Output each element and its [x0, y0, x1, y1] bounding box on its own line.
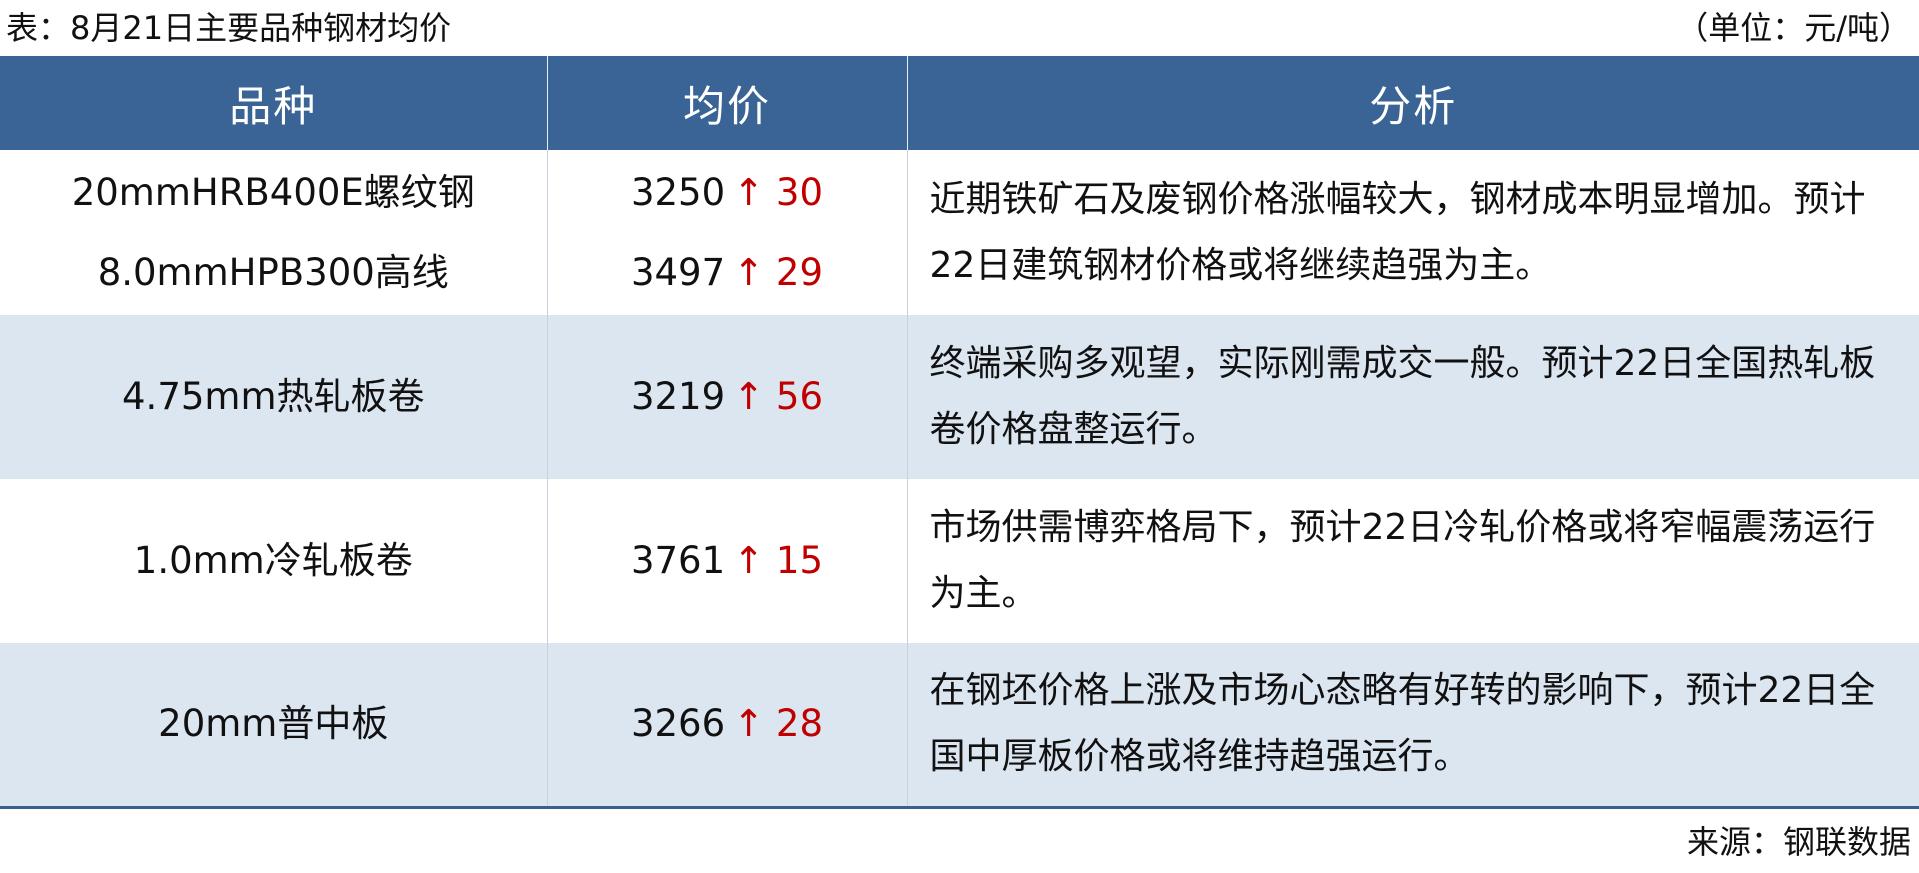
price-value: 3219	[630, 375, 726, 418]
variety-name: 20mmHRB400E螺纹钢	[71, 170, 475, 214]
table-row: 4.75mm热轧板卷 3219↑ 56 终端采购多观望，实际刚需成交一般。预计2…	[0, 315, 1919, 479]
analysis-text: 近期铁矿石及废钢价格涨幅较大，钢材成本明显增加。预计22日建筑钢材价格或将继续趋…	[906, 150, 1919, 315]
unit-label: （单位：元/吨）	[1676, 9, 1911, 47]
price-change: 30	[775, 170, 824, 214]
up-arrow-icon: ↑	[733, 170, 765, 214]
analysis-text: 终端采购多观望，实际刚需成交一般。预计22日全国热轧板卷价格盘整运行。	[906, 315, 1919, 479]
variety-cell: 20mm普中板	[0, 643, 547, 807]
variety-cell: 20mmHRB400E螺纹钢 8.0mmHPB300高线	[0, 150, 547, 315]
header-analysis: 分析	[906, 56, 1919, 150]
variety-name: 8.0mmHPB300高线	[97, 250, 449, 294]
up-arrow-icon: ↑	[733, 250, 765, 294]
price-change: 15	[775, 539, 824, 582]
analysis-text: 在钢坯价格上涨及市场心态略有好转的影响下，预计22日全国中厚板价格或将维持趋强运…	[906, 643, 1919, 807]
price-line: 3266↑ 28	[548, 684, 907, 764]
header-variety: 品种	[0, 56, 547, 150]
price-line: 3250↑ 30	[548, 153, 907, 233]
price-value: 3250	[630, 170, 726, 214]
variety-cell: 4.75mm热轧板卷	[0, 315, 547, 479]
price-line: 3219↑ 56	[548, 357, 907, 437]
header-price: 均价	[546, 56, 907, 150]
price-change: 56	[775, 375, 824, 418]
table-row: 20mm普中板 3266↑ 28 在钢坯价格上涨及市场心态略有好转的影响下，预计…	[0, 643, 1919, 807]
price-value: 3761	[630, 539, 726, 582]
price-change: 28	[775, 702, 824, 746]
price-value: 3497	[630, 250, 726, 294]
up-arrow-icon: ↑	[733, 375, 765, 418]
price-cell: 3761↑ 15	[546, 479, 907, 643]
price-value: 3266	[630, 702, 726, 746]
price-cell: 3219↑ 56	[546, 315, 907, 479]
variety-cell: 1.0mm冷轧板卷	[0, 479, 547, 643]
up-arrow-icon: ↑	[733, 702, 765, 746]
header-row: 品种 均价 分析	[0, 56, 1919, 150]
variety-name: 1.0mm冷轧板卷	[133, 539, 413, 582]
price-change: 29	[775, 250, 824, 294]
variety-name: 4.75mm热轧板卷	[122, 375, 425, 418]
price-cell: 3266↑ 28	[546, 643, 907, 807]
price-cell: 3250↑ 30 3497↑ 29	[546, 150, 907, 315]
table-title: 表：8月21日主要品种钢材均价	[6, 9, 452, 47]
source-label: 来源：钢联数据	[1686, 823, 1911, 861]
up-arrow-icon: ↑	[733, 539, 765, 582]
steel-price-table: 品种 均价 分析 20mmHRB400E螺纹钢 8.0mmHPB300高线 32…	[0, 56, 1919, 809]
table-row: 20mmHRB400E螺纹钢 8.0mmHPB300高线 3250↑ 30 34…	[0, 150, 1919, 315]
price-line: 3761↑ 15	[548, 521, 907, 601]
analysis-text: 市场供需博弈格局下，预计22日冷轧价格或将窄幅震荡运行为主。	[906, 479, 1919, 643]
table-caption: 表：8月21日主要品种钢材均价 （单位：元/吨）	[0, 0, 1919, 56]
variety-name: 20mm普中板	[158, 702, 389, 746]
price-line: 3497↑ 29	[548, 233, 907, 313]
table-row: 1.0mm冷轧板卷 3761↑ 15 市场供需博弈格局下，预计22日冷轧价格或将…	[0, 479, 1919, 643]
